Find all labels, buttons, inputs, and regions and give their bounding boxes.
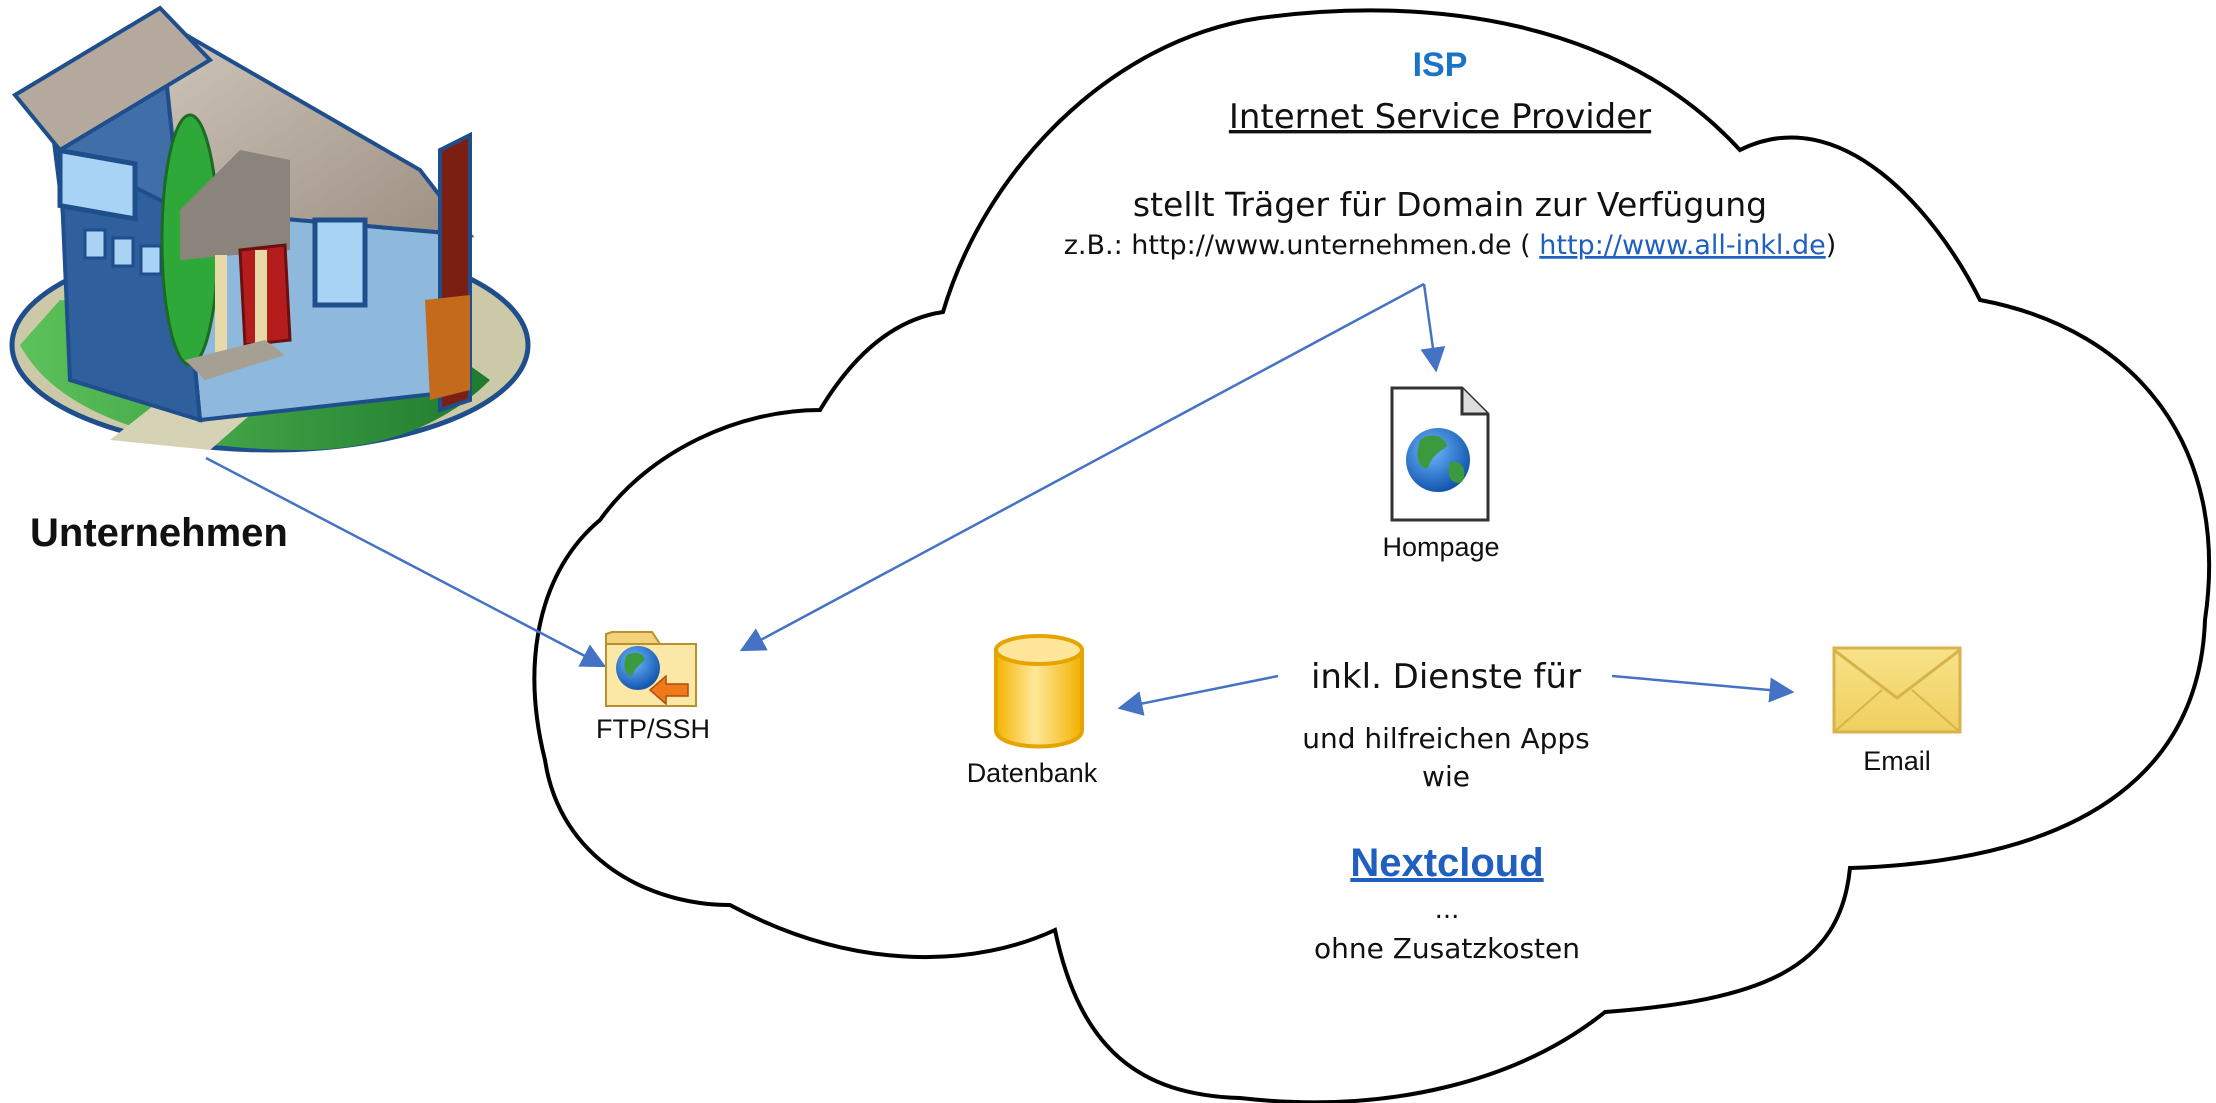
domain-example-prefix: z.B.: http://www.unternehmen.de ( (1064, 230, 1540, 261)
services-subtitle-line2: wie (1422, 760, 1470, 793)
isp-title: ISP (1413, 46, 1468, 84)
provider-link[interactable]: http://www.all-inkl.de (1539, 230, 1825, 261)
isp-subtitle: Internet Service Provider (1229, 97, 1651, 137)
isp-cloud (532, 8, 2212, 1103)
email-label: Email (1863, 746, 1931, 776)
services-title: inkl. Dienste für (1311, 657, 1581, 697)
domain-example: z.B.: http://www.unternehmen.de ( http:/… (1064, 230, 1837, 261)
homepage-label: Hompage (1382, 532, 1499, 562)
arrow-services-to-email (1611, 674, 1795, 703)
arrow-company-to-ftp (205, 456, 607, 668)
isp-description: stellt Träger für Domain zur Verfügung (1133, 185, 1767, 224)
database-label: Datenbank (967, 758, 1098, 788)
homepage-document-icon (1390, 386, 1490, 522)
arrow-isp-to-homepage (1420, 283, 1446, 373)
no-extra-cost: ohne Zusatzkosten (1314, 932, 1580, 965)
database-icon (994, 634, 1084, 749)
house-icon (9, 5, 531, 453)
ftp-folder-icon (605, 631, 697, 707)
arrow-isp-to-ftp (739, 282, 1425, 652)
ftp-label: FTP/SSH (596, 714, 710, 744)
services-subtitle-line1: und hilfreichen Apps (1302, 722, 1590, 755)
arrow-services-to-db (1117, 674, 1279, 716)
company-label: Unternehmen (30, 511, 288, 555)
nextcloud-link[interactable]: Nextcloud (1350, 841, 1543, 885)
domain-example-suffix: ) (1826, 230, 1837, 261)
ellipsis: ... (1435, 895, 1460, 925)
email-envelope-icon (1832, 646, 1962, 734)
